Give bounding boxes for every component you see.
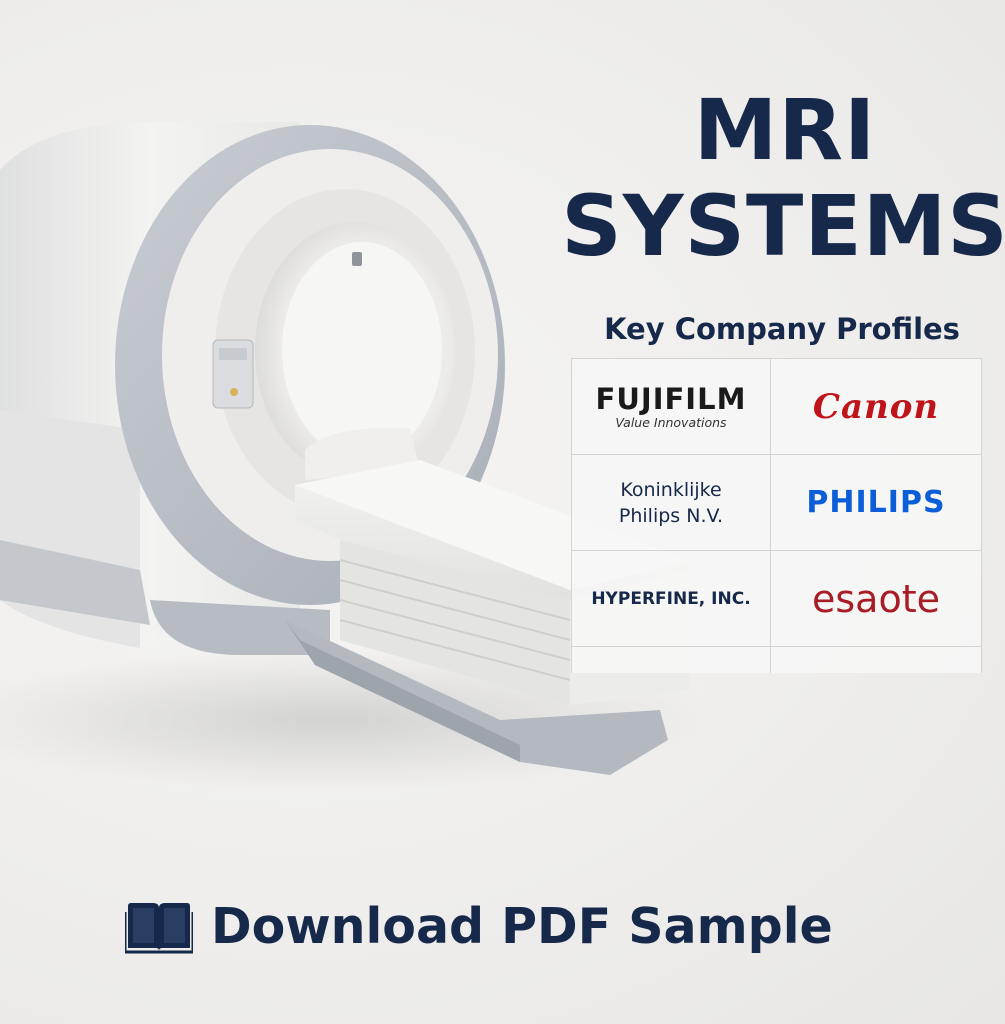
grid-filler-cell [771,647,982,673]
book-icon [125,903,193,954]
fujifilm-logo: FUJIFILM [595,381,747,416]
download-label: Download PDF Sample [211,897,833,955]
company-logo-grid: FUJIFILM Value Innovations Canon Koninkl… [571,358,982,673]
download-pdf-sample-link[interactable]: Download PDF Sample [125,895,833,957]
grid-filler-cell [572,647,771,673]
company-cell-philips[interactable]: PHILIPS [771,455,982,551]
fujifilm-tagline: Value Innovations [615,414,727,430]
company-name-line-1: Koninklijke [620,478,722,501]
title-line-1: MRI [693,81,877,179]
canon-logo: Canon [812,386,940,427]
esaote-logo: esaote [812,576,940,621]
philips-logo: PHILIPS [806,485,946,520]
section-subtitle: Key Company Profiles [604,312,960,346]
company-cell-fujifilm[interactable]: FUJIFILM Value Innovations [572,359,771,455]
company-cell-koninklijke-philips[interactable]: Koninklijke Philips N.V. [572,455,771,551]
company-cell-esaote[interactable]: esaote [771,551,982,647]
company-cell-hyperfine[interactable]: HYPERFINE, INC. [572,551,771,647]
title-line-2: SYSTEMS [561,177,1005,275]
hyperfine-name: HYPERFINE, INC. [591,588,751,609]
company-cell-canon[interactable]: Canon [771,359,982,455]
page-title: MRI SYSTEMS [560,82,1005,274]
company-name-line-2: Philips N.V. [618,504,724,527]
